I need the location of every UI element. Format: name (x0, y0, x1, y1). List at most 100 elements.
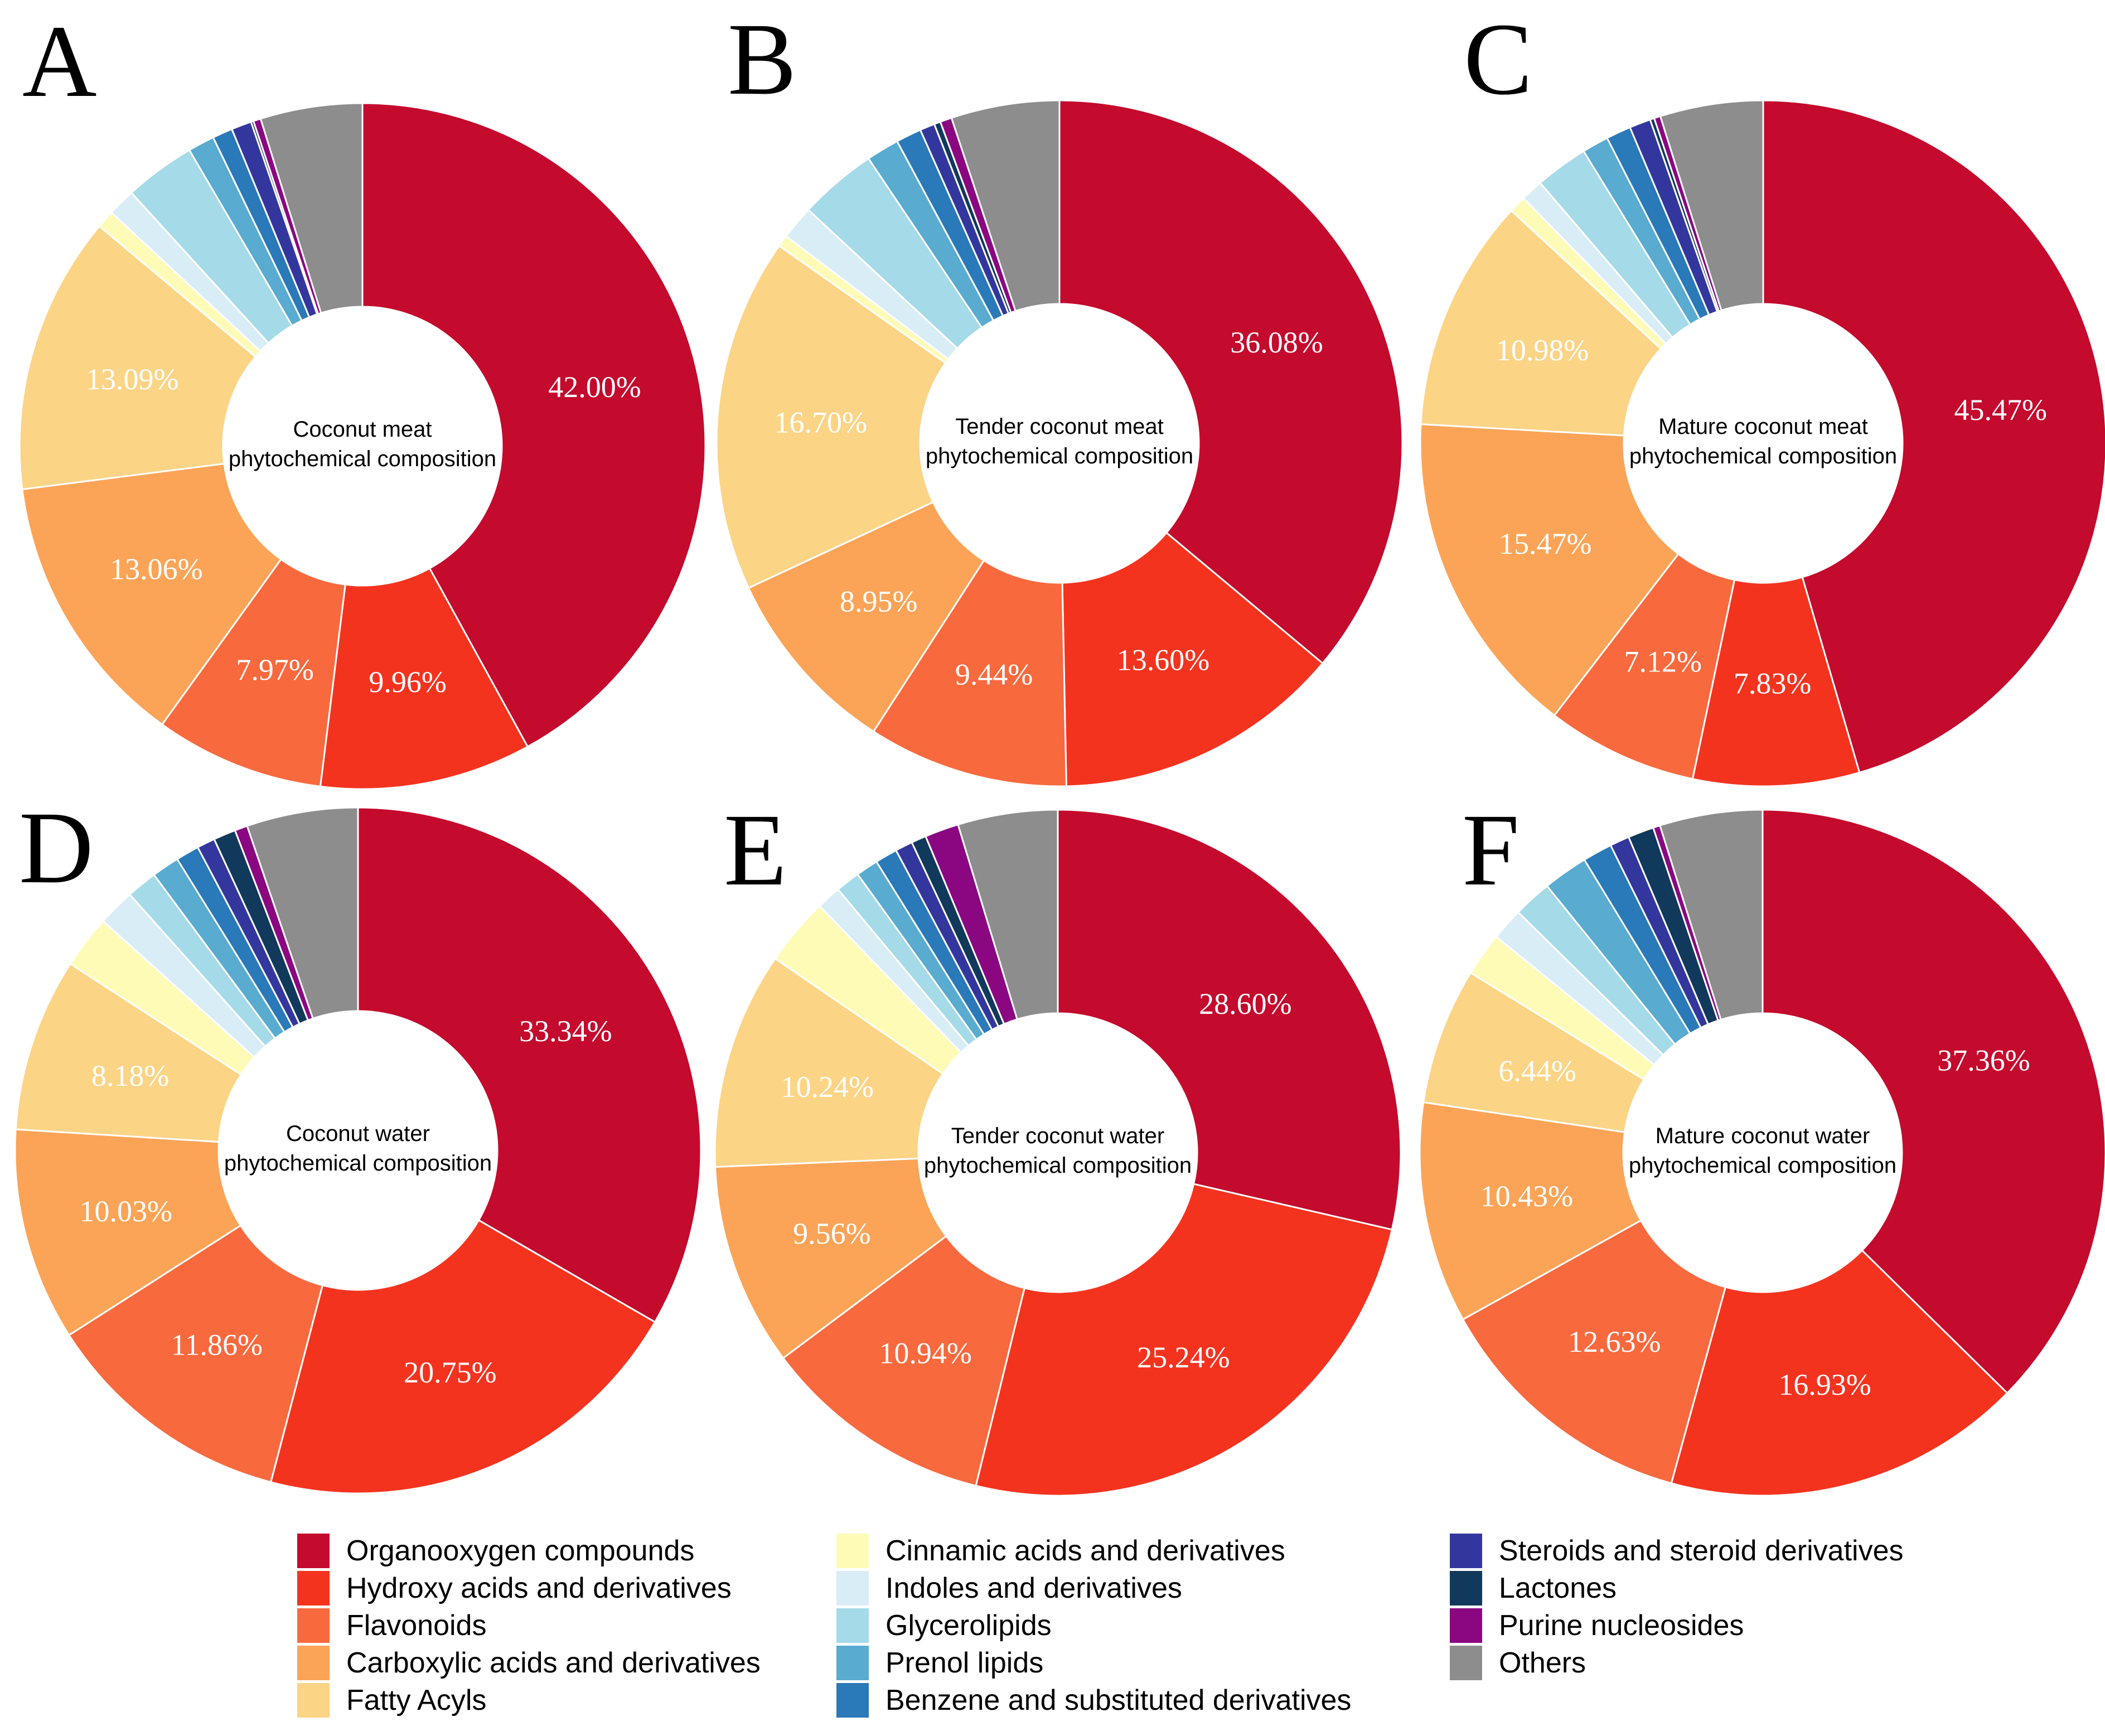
panel-letter-f: F (1462, 793, 1520, 907)
slice-value-label: 9.96% (369, 665, 446, 699)
slice-others (246, 806, 359, 1019)
slice-carboxylic-acids-and-derivatives (747, 501, 985, 733)
legend-item-hydroxy-acids-and-derivatives: Hydroxy acids and derivatives (297, 1571, 732, 1606)
slice-value-label: 7.12% (1624, 645, 1702, 679)
slice-value-label: 42.00% (548, 370, 641, 404)
legend-label: Indoles and derivatives (885, 1572, 1182, 1604)
slice-others (1659, 99, 1764, 312)
slice-value-label: 16.70% (774, 406, 867, 439)
legend-item-fatty-acyls: Fatty Acyls (297, 1683, 486, 1718)
chart-title-line1: Tender coconut water (951, 1124, 1165, 1148)
slice-flavonoids (1462, 1220, 1726, 1484)
slice-organooxygen-compounds (1762, 809, 2105, 1394)
chart-center-label-a: Coconut meat phytochemical composition (173, 415, 552, 474)
slice-value-label: 13.06% (110, 553, 202, 586)
legend-label: Flavonoids (346, 1609, 487, 1642)
legend-item-carboxylic-acids-and-derivatives: Carboxylic acids and derivatives (297, 1646, 761, 1680)
legend-swatch-cinnamic-acids-and-derivatives (836, 1534, 869, 1568)
slice-value-label: 13.09% (86, 362, 178, 396)
legend-item-glycerolipids: Glycerolipids (836, 1608, 1052, 1643)
chart-title-line1: Coconut meat (293, 417, 432, 442)
chart-title-line2: phytochemical composition (923, 1153, 1192, 1178)
legend-item-purine-nucleosides: Purine nucleosides (1450, 1608, 1744, 1643)
legend-label: Fatty Acyls (346, 1684, 487, 1716)
slice-carboxylic-acids-and-derivatives (1419, 1101, 1642, 1321)
slice-fatty-acyls (18, 225, 257, 490)
legend-label: Cinnamic acids and derivatives (885, 1535, 1285, 1567)
chart-title-line2: phytochemical composition (925, 443, 1194, 468)
legend-label: Steroids and steroid derivatives (1499, 1535, 1904, 1567)
slice-value-label: 28.60% (1199, 987, 1291, 1021)
slice-others (950, 99, 1061, 312)
slice-value-label: 36.08% (1230, 326, 1323, 359)
slice-value-label: 10.98% (1496, 333, 1589, 367)
slice-hydroxy-acids-and-derivatives (1670, 1249, 2009, 1497)
slice-value-label: 6.44% (1498, 1055, 1576, 1088)
slice-organooxygen-compounds (1762, 99, 2105, 773)
panel-letter-c: C (1464, 2, 1533, 117)
legend-label: Purine nucleosides (1499, 1609, 1744, 1642)
slice-fatty-acyls (714, 958, 944, 1168)
legend-label: Lactones (1499, 1572, 1617, 1604)
legend-item-organooxygen-compounds: Organooxygen compounds (297, 1534, 694, 1568)
donut-chart-c: 45.47%7.83%7.12%15.47%10.98% (1419, 99, 2105, 787)
slice-organooxygen-compounds (361, 102, 706, 748)
slice-value-label: 15.47% (1499, 527, 1591, 560)
legend-swatch-fatty-acyls (297, 1683, 330, 1718)
chart-center-label-d: Coconut water phytochemical composition (168, 1119, 548, 1178)
panel-letter-a: A (22, 4, 97, 119)
legend-item-others: Others (1450, 1646, 1586, 1680)
slice-value-label: 9.44% (955, 658, 1033, 692)
legend-swatch-purine-nucleosides (1450, 1608, 1482, 1643)
slice-flavonoids (161, 558, 346, 787)
legend-swatch-hydroxy-acids-and-derivatives (297, 1571, 330, 1606)
slice-fatty-acyls (1420, 210, 1662, 437)
slice-value-label: 8.95% (840, 584, 917, 618)
slice-flavonoids (68, 1225, 323, 1483)
slice-value-label: 20.75% (404, 1356, 496, 1389)
chart-title-line1: Mature coconut water (1655, 1124, 1870, 1148)
slice-others (957, 809, 1059, 1021)
slice-value-label: 12.63% (1568, 1325, 1661, 1358)
slice-hydroxy-acids-and-derivatives (319, 567, 529, 790)
panel-letter-b: B (728, 2, 797, 117)
legend-swatch-others (1450, 1646, 1482, 1680)
slice-hydroxy-acids-and-derivatives (270, 1219, 656, 1495)
legend-item-prenol-lipids: Prenol lipids (836, 1646, 1043, 1680)
donut-chart-a: 42.00%9.96%7.97%13.06%13.09% (18, 102, 706, 790)
legend-label: Hydroxy acids and derivatives (346, 1572, 732, 1604)
donut-chart-e: 28.60%25.24%10.94%9.56%10.24% (714, 809, 1402, 1497)
slice-value-label: 9.56% (793, 1217, 870, 1250)
slice-carboxylic-acids-and-derivatives (1419, 423, 1680, 717)
slice-organooxygen-compounds (357, 806, 702, 1323)
slice-value-label: 10.03% (79, 1195, 172, 1228)
slice-carboxylic-acids-and-derivatives (714, 1157, 947, 1359)
donut-chart-f: 37.36%16.93%12.63%10.43%6.44% (1419, 809, 2105, 1497)
legend-label: Organooxygen compounds (346, 1535, 695, 1567)
legend-swatch-steroids-and-steroid-derivatives (1450, 1534, 1482, 1568)
legend-item-lactones: Lactones (1450, 1571, 1617, 1606)
slice-value-label: 11.86% (171, 1328, 263, 1362)
slice-value-label: 25.24% (1137, 1341, 1230, 1374)
legend-swatch-lactones (1450, 1571, 1482, 1606)
slice-fatty-acyls (715, 245, 947, 589)
slice-value-label: 13.60% (1117, 644, 1209, 677)
slice-value-label: 33.34% (519, 1014, 612, 1048)
chart-title-line2: phytochemical composition (228, 446, 497, 471)
legend-swatch-flavonoids (297, 1608, 330, 1643)
chart-center-label-f: Mature coconut water phytochemical compo… (1573, 1121, 1952, 1181)
legend-item-indoles-and-derivatives: Indoles and derivatives (836, 1571, 1182, 1606)
chart-center-label-c: Mature coconut meat phytochemical compos… (1574, 412, 1953, 471)
slice-others (1659, 809, 1764, 1021)
slice-value-label: 8.18% (91, 1059, 169, 1092)
legend-swatch-carboxylic-acids-and-derivatives (297, 1646, 330, 1680)
legend-swatch-organooxygen-compounds (297, 1534, 330, 1568)
slice-value-label: 37.36% (1937, 1044, 2030, 1077)
slice-value-label: 16.93% (1778, 1368, 1871, 1401)
slice-carboxylic-acids-and-derivatives (14, 1128, 241, 1336)
slice-hydroxy-acids-and-derivatives (1691, 576, 1861, 787)
legend-label: Carboxylic acids and derivatives (346, 1647, 761, 1679)
legend-item-cinnamic-acids-and-derivatives: Cinnamic acids and derivatives (836, 1534, 1285, 1568)
legend-label: Benzene and substituted derivatives (885, 1684, 1352, 1716)
